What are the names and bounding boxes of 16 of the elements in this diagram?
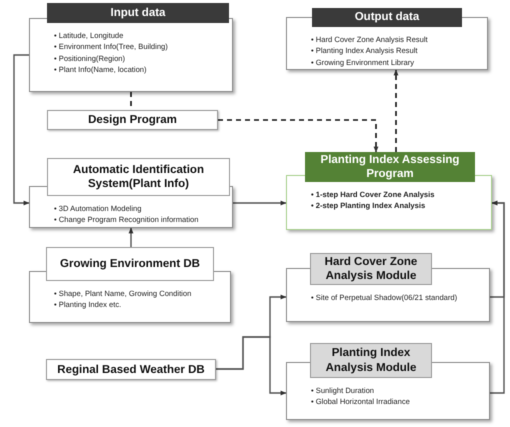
connector-arrow: [233, 200, 287, 206]
panel-header: Planting Index Assessing Program: [305, 152, 475, 182]
panel-header: Input data: [47, 3, 229, 23]
panel-header: Hard Cover Zone Analysis Module: [310, 253, 432, 285]
connector-arrow: [394, 69, 398, 152]
panel-header: Growing Environment DB: [46, 247, 214, 281]
connector-arrow: [218, 119, 378, 153]
panel-header: Automatic Identification System(Plant Info): [47, 158, 230, 196]
panel-header: Output data: [312, 8, 462, 27]
connector-arrow: [216, 336, 287, 396]
connector-arrow: [490, 200, 505, 394]
label-box: Reginal Based Weather DB: [46, 359, 216, 380]
connector-arrow: [13, 54, 30, 206]
label-box: Design Program: [47, 110, 218, 130]
connector-arrow: [128, 227, 134, 247]
panel-header: Planting Index Analysis Module: [310, 343, 432, 378]
